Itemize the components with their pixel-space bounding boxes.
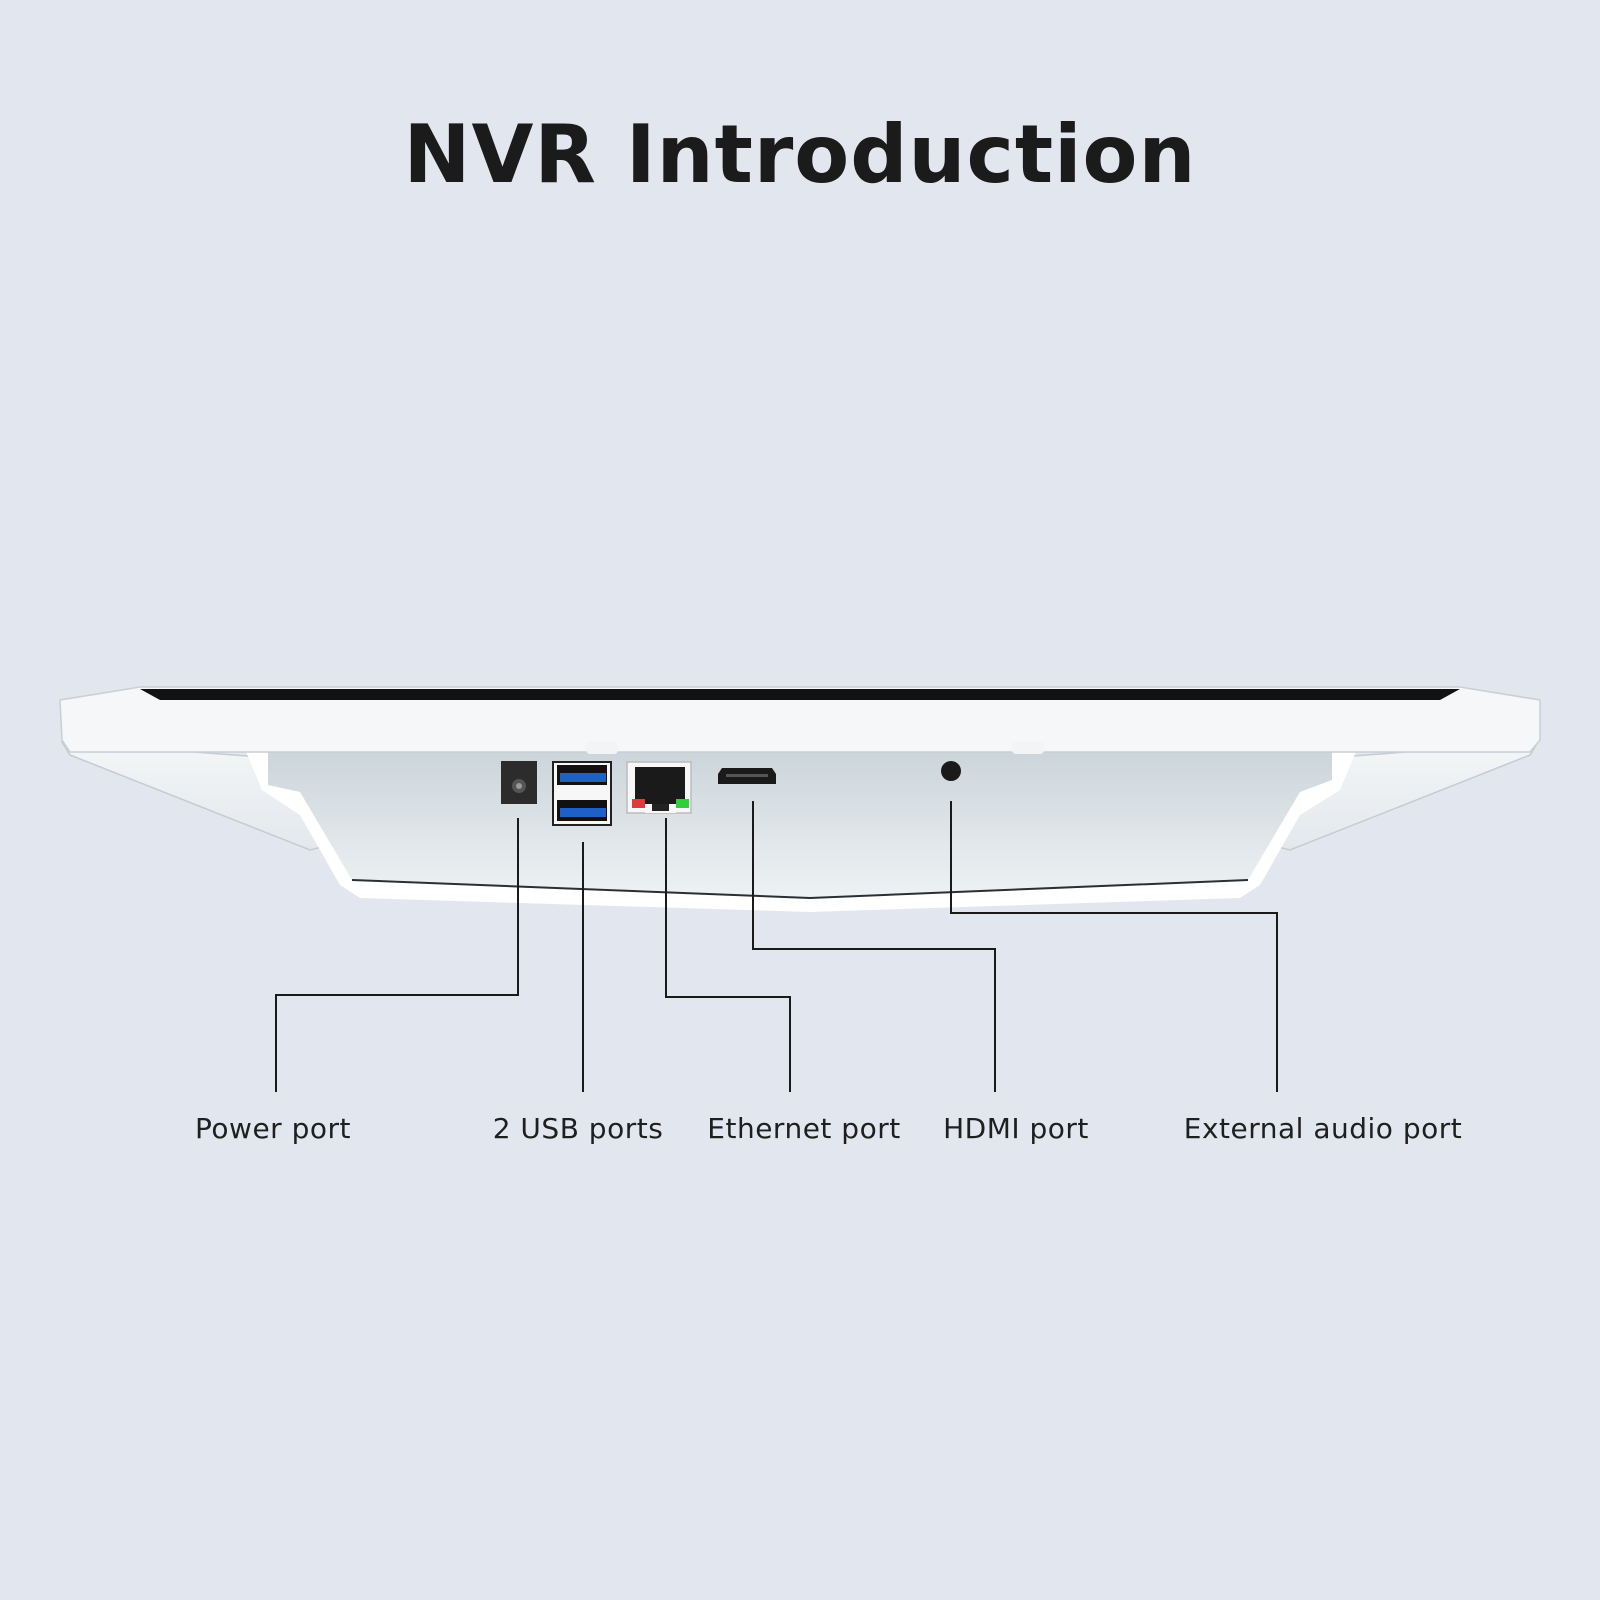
- power-port-label: Power port: [195, 1112, 351, 1145]
- screen-edge: [140, 689, 1460, 700]
- usb-port-icon: [552, 761, 612, 826]
- power-port-icon: [501, 761, 537, 804]
- nvr-device: [59, 686, 1541, 912]
- hdmi-port-icon: [718, 768, 776, 784]
- leader-line-audio: [950, 801, 1278, 1092]
- usb-ports-label: 2 USB ports: [492, 1112, 664, 1145]
- audio-port-label: External audio port: [1183, 1112, 1463, 1145]
- leader-line-ethernet: [665, 818, 791, 1092]
- hdmi-port-label: HDMI port: [943, 1112, 1089, 1145]
- audio-port-icon: [941, 761, 961, 781]
- ethernet-port-icon: [626, 761, 692, 814]
- page-title: NVR Introduction: [403, 108, 1197, 201]
- leader-line-hdmi: [752, 801, 996, 1092]
- leader-line-power: [275, 818, 519, 1092]
- ethernet-port-label: Ethernet port: [707, 1112, 901, 1145]
- leader-lines: [275, 801, 1278, 1092]
